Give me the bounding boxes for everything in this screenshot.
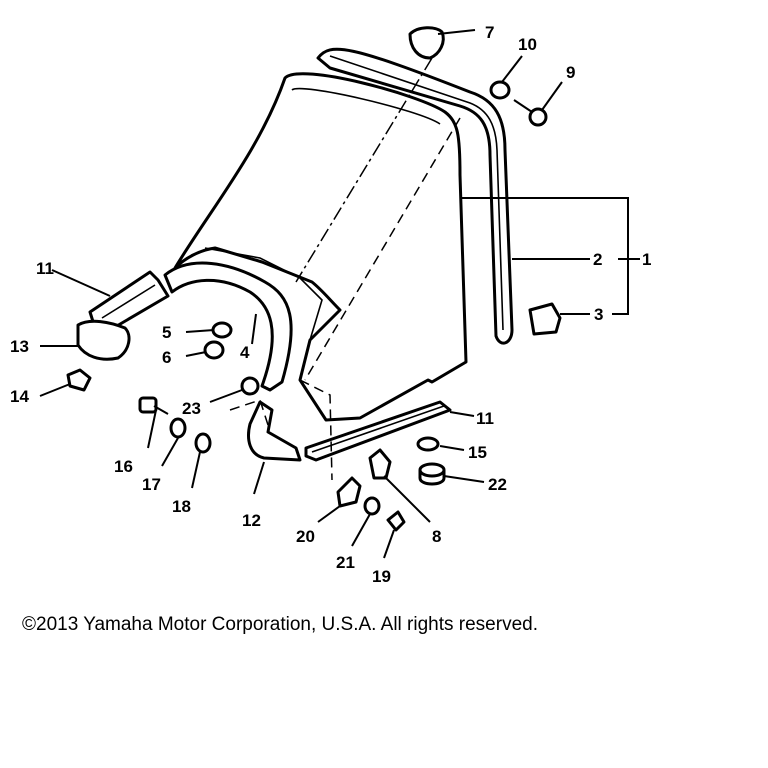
clip-14 — [66, 368, 92, 392]
nut-19 — [386, 510, 406, 532]
collar-22 — [418, 462, 446, 486]
washer-17 — [169, 417, 187, 439]
label-part-11-upper: 11 — [36, 259, 54, 278]
label-part-6: 6 — [162, 348, 171, 367]
label-part-8: 8 — [432, 527, 441, 546]
label-part-5: 5 — [162, 323, 171, 342]
washer-18 — [194, 432, 212, 454]
parts-diagram: 7 10 9 2 1 3 11 13 14 5 6 4 23 11 15 22 … — [10, 23, 651, 586]
label-part-22: 22 — [488, 475, 507, 494]
label-part-17: 17 — [142, 475, 161, 494]
front-brace — [163, 261, 293, 392]
bracket-20 — [336, 476, 362, 508]
label-part-4: 4 — [240, 343, 250, 362]
label-part-11-lower: 11 — [476, 409, 494, 428]
label-part-18: 18 — [172, 497, 191, 516]
label-part-7: 7 — [485, 23, 494, 42]
label-part-20: 20 — [296, 527, 315, 546]
label-part-1: 1 — [642, 250, 651, 269]
assembly-line-10 — [304, 117, 461, 381]
label-part-12: 12 — [242, 511, 261, 530]
label-part-13: 13 — [10, 337, 29, 356]
label-part-2: 2 — [593, 250, 602, 269]
label-part-16: 16 — [114, 457, 133, 476]
clip-3 — [528, 302, 562, 336]
bracket-8 — [368, 448, 392, 480]
bracket-12 — [247, 400, 302, 462]
label-part-10: 10 — [518, 35, 537, 54]
grommet-5 — [211, 321, 233, 339]
copyright-notice: ©2013 Yamaha Motor Corporation, U.S.A. A… — [22, 614, 538, 635]
windshield-body — [173, 72, 468, 422]
left-bracket — [76, 319, 131, 361]
washer-21 — [363, 496, 381, 516]
washer-15 — [416, 436, 440, 452]
mount-clip-7 — [408, 26, 445, 60]
label-part-3: 3 — [594, 305, 603, 324]
grommet-23 — [240, 376, 260, 396]
bolt-16 — [138, 396, 169, 415]
label-part-19: 19 — [372, 567, 391, 586]
label-part-21: 21 — [336, 553, 355, 572]
assembly-line-12 — [229, 399, 269, 426]
label-part-23: 23 — [182, 399, 201, 418]
label-part-14: 14 — [10, 387, 29, 406]
assembly-line-bottom — [299, 379, 333, 481]
label-part-15: 15 — [468, 443, 487, 462]
leader-lines — [39, 29, 640, 559]
label-part-9: 9 — [566, 63, 575, 82]
bottom-edge-molding — [304, 400, 452, 462]
edge-trim-strip — [316, 47, 514, 345]
screw-9 — [513, 99, 548, 127]
nut-10 — [489, 80, 511, 100]
assembly-line-7 — [295, 57, 433, 283]
grommet-6 — [203, 340, 225, 360]
